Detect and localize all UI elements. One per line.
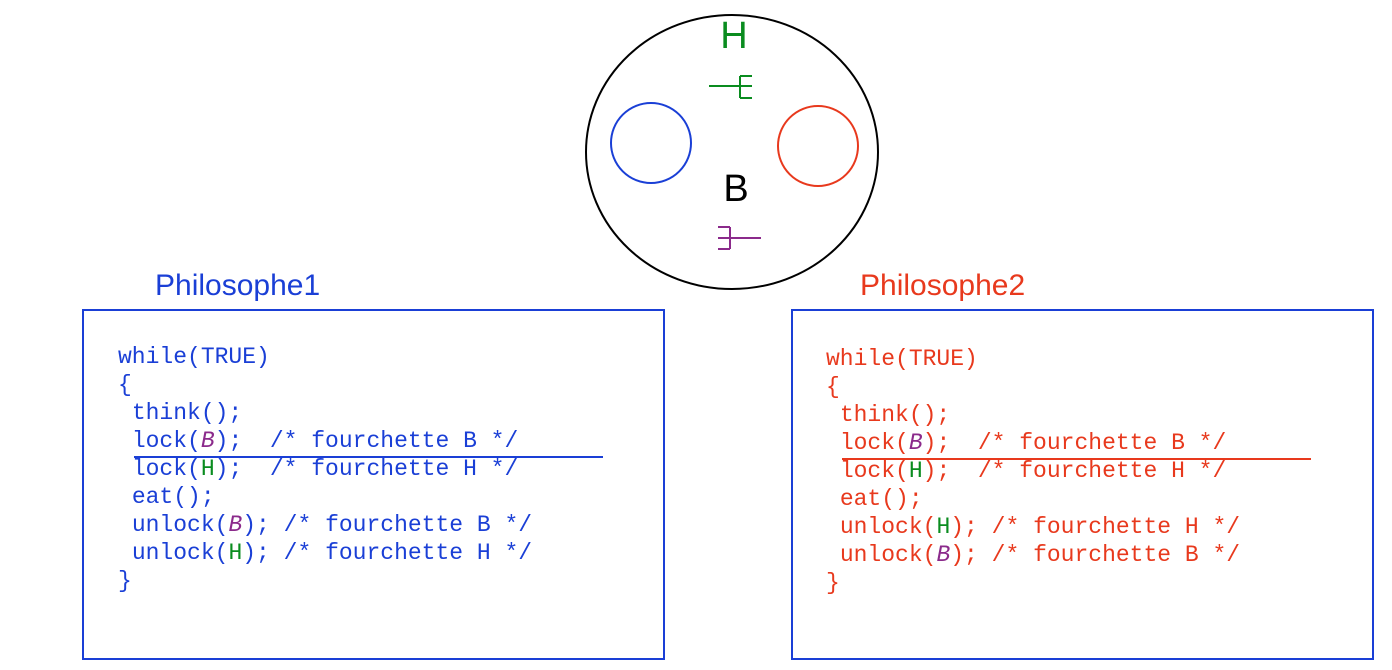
code-token: while(TRUE) xyxy=(118,344,270,370)
code-token: } xyxy=(118,568,132,594)
philosophe1-lock-separator xyxy=(134,456,603,458)
code-token: ); /* fourchette H */ xyxy=(950,514,1241,540)
code-token: H xyxy=(228,540,243,566)
philosophe1-code-box xyxy=(82,309,665,660)
code-token: H xyxy=(936,514,951,540)
code-token: eat(); xyxy=(839,486,923,512)
code-line: unlock(H); /* fourchette H */ xyxy=(118,539,532,567)
code-line: unlock(B); /* fourchette B */ xyxy=(826,541,1240,569)
code-token: H xyxy=(908,458,923,484)
code-token: B xyxy=(228,512,243,538)
code-token: ); /* fourchette H */ xyxy=(214,456,519,482)
philosophe2-code-box xyxy=(791,309,1374,660)
table-ellipse xyxy=(585,14,879,290)
code-token: unlock( xyxy=(131,540,229,566)
code-token: unlock( xyxy=(839,514,937,540)
fork-h-label: H xyxy=(720,15,747,57)
code-line: eat(); xyxy=(826,485,1240,513)
code-line: eat(); xyxy=(118,483,532,511)
code-line: lock(H); /* fourchette H */ xyxy=(118,455,532,483)
code-line: } xyxy=(826,569,1240,597)
code-token: { xyxy=(826,374,840,400)
fork-b-label: B xyxy=(723,168,748,210)
code-line: { xyxy=(118,371,532,399)
code-token: eat(); xyxy=(131,484,215,510)
code-line: } xyxy=(118,567,532,595)
philosophe2-lock-separator xyxy=(842,458,1311,460)
code-line: while(TRUE) xyxy=(118,343,532,371)
code-token: ); /* fourchette B */ xyxy=(950,542,1241,568)
code-token: H xyxy=(200,456,215,482)
code-token: ); /* fourchette B */ xyxy=(214,428,519,454)
philosophe1-code: while(TRUE){ think(); lock(B); /* fourch… xyxy=(118,343,532,595)
code-line: think(); xyxy=(826,401,1240,429)
code-token: think(); xyxy=(839,402,951,428)
code-token: ); /* fourchette H */ xyxy=(922,458,1227,484)
philosophe2-code: while(TRUE){ think(); lock(B); /* fourch… xyxy=(826,345,1240,597)
code-token: B xyxy=(908,430,923,456)
code-line: lock(H); /* fourchette H */ xyxy=(826,457,1240,485)
code-token: while(TRUE) xyxy=(826,346,978,372)
code-line: lock(B); /* fourchette B */ xyxy=(118,427,532,455)
code-token: } xyxy=(826,570,840,596)
code-line: unlock(B); /* fourchette B */ xyxy=(118,511,532,539)
code-token: ); /* fourchette H */ xyxy=(242,540,533,566)
code-token: lock( xyxy=(131,428,201,454)
code-line: while(TRUE) xyxy=(826,345,1240,373)
code-token: { xyxy=(118,372,132,398)
philosopher1-seat xyxy=(610,102,692,184)
code-line: unlock(H); /* fourchette H */ xyxy=(826,513,1240,541)
code-token: lock( xyxy=(839,458,909,484)
philosophe1-title: Philosophe1 xyxy=(155,269,321,302)
code-token: unlock( xyxy=(839,542,937,568)
fork-icon xyxy=(709,75,752,99)
philosophe2-title: Philosophe2 xyxy=(860,269,1026,302)
code-token: B xyxy=(936,542,951,568)
code-line: lock(B); /* fourchette B */ xyxy=(826,429,1240,457)
code-line: { xyxy=(826,373,1240,401)
philosopher2-seat xyxy=(777,105,859,187)
code-line: think(); xyxy=(118,399,532,427)
code-token: think(); xyxy=(131,400,243,426)
code-token: B xyxy=(200,428,215,454)
code-token: unlock( xyxy=(131,512,229,538)
code-token: ); /* fourchette B */ xyxy=(242,512,533,538)
code-token: lock( xyxy=(839,430,909,456)
fork-icon xyxy=(718,226,761,250)
code-token: ); /* fourchette B */ xyxy=(922,430,1227,456)
code-token: lock( xyxy=(131,456,201,482)
